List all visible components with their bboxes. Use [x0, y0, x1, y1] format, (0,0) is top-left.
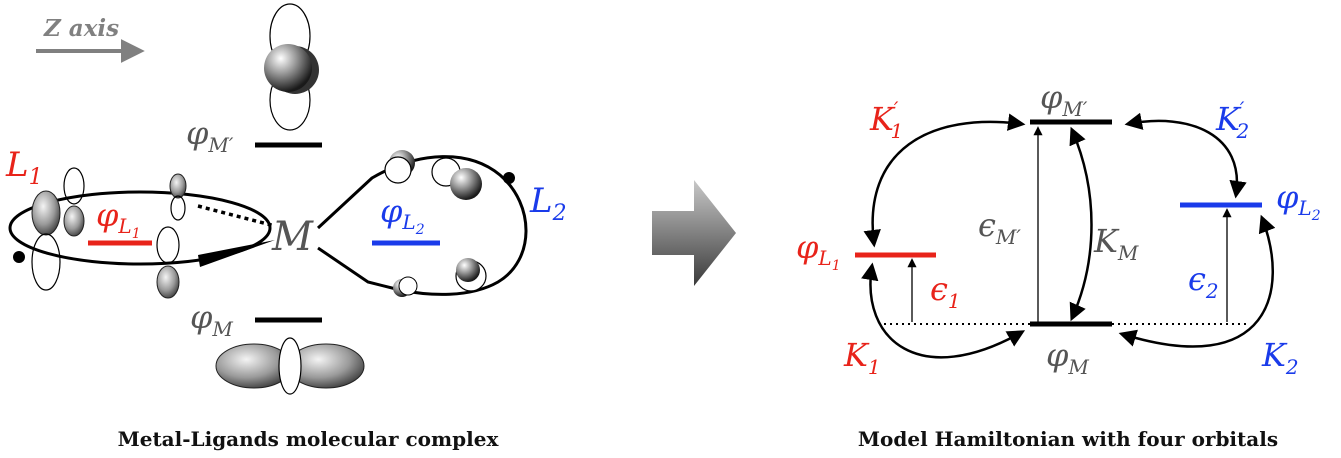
ligand2-dot — [503, 172, 515, 184]
metal-upper-orbital-lobes — [264, 3, 319, 131]
k2-prime-arrow — [1124, 112, 1247, 199]
ligand1-label: L1 — [5, 145, 43, 190]
phi-l1-label-right: φL1 — [796, 228, 841, 274]
ligand2-label: L2 — [529, 181, 567, 226]
phi-m-prime-label-right: φM′ — [1040, 78, 1088, 121]
phi-m-label: φM — [190, 298, 233, 341]
eps1-label: ϵ1 — [930, 270, 961, 313]
z-axis-label: Z axis — [43, 15, 119, 42]
metal-lower-orbital-lobes — [215, 337, 365, 395]
phi-m-prime-label: φM′ — [186, 114, 234, 157]
phi-l2-label-right: φL2 — [1276, 178, 1321, 224]
k1-prime-label: K′1 — [869, 97, 903, 143]
k2-label: K2 — [1261, 336, 1299, 379]
wedge-bond — [198, 240, 275, 267]
right-panel: φM′ φM φL1 φL2 K′1 K′2 K1 K2 KM ϵM′ ϵ1 ϵ… — [796, 78, 1321, 451]
k1-prime-arrow — [863, 113, 1026, 248]
ligand2-orbitals — [384, 150, 487, 297]
ligand1-ring — [8, 190, 272, 266]
k2-arrow — [1118, 214, 1276, 348]
metal-label: M — [271, 214, 314, 260]
k1-arrow — [861, 262, 1026, 359]
right-caption: Model Hamiltonian with four orbitals — [858, 427, 1278, 451]
phi-l1-label: φL1 — [96, 196, 141, 242]
km-arrow — [1069, 126, 1093, 322]
left-caption: Metal-Ligands molecular complex — [118, 427, 500, 451]
left-panel: Z axis φM′ L1 φL1 — [5, 3, 567, 451]
eps2-label: ϵ2 — [1188, 260, 1219, 303]
phi-m-label-right: φM — [1046, 336, 1089, 379]
ligand1-p-orbitals — [31, 167, 187, 299]
eps-m-prime-label: ϵM′ — [978, 206, 1021, 249]
ligand2-ring — [316, 155, 528, 296]
ligand1-dot — [13, 251, 25, 263]
phi-l2-label: φL2 — [380, 192, 425, 238]
dashed-bond — [197, 204, 276, 228]
km-label: KM — [1093, 222, 1139, 265]
k2-prime-label: K′2 — [1215, 97, 1249, 143]
z-axis: Z axis — [36, 15, 145, 63]
k1-label: K1 — [843, 336, 881, 379]
transform-arrow — [652, 180, 736, 286]
